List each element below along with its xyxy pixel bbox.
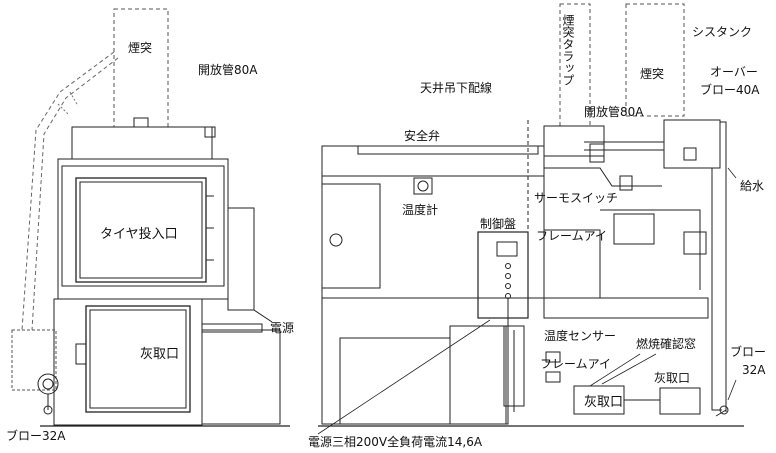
thermometer-label: 温度計	[402, 202, 438, 217]
chimney-trap	[559, 3, 591, 127]
left-view	[11, 8, 290, 427]
control-panel	[477, 231, 529, 319]
chimney-trap-label: 煙突タラップ	[561, 14, 575, 86]
right-view	[317, 3, 744, 435]
combustion-window-label: 燃焼確認窓	[636, 336, 696, 351]
right-open-pipe-label: 開放管80A	[584, 104, 644, 119]
cistern-tank	[663, 119, 721, 169]
left-chimney	[113, 8, 169, 128]
right-lower-body	[321, 297, 509, 425]
left-power-label: 電源	[270, 321, 294, 335]
right-chimney	[625, 3, 685, 117]
flame-eye-label: フレームアイ	[536, 229, 607, 243]
tire-inlet-label: タイヤ投入口	[100, 226, 178, 242]
thermo-switch-label: サーモスイッチ	[534, 191, 618, 205]
flame-eye-label-2: フレームアイ	[540, 357, 611, 371]
ash-outlet-label-combustion: 灰取口	[584, 395, 623, 410]
water-supply-label: 給水	[740, 179, 764, 193]
safety-valve-label: 安全弁	[404, 128, 440, 143]
tire-inlet-door	[75, 177, 207, 283]
ash-outlet-label-right: 灰取口	[654, 371, 690, 385]
power-spec-label: 電源三相200V全負荷電流14,6A	[308, 434, 483, 449]
labels: 煙突 開放管80A タイヤ投入口 電源 灰取口 ブロー32A 天井吊下配線 煙突…	[6, 14, 766, 449]
cistern-tank-label: シスタンク	[692, 25, 752, 39]
left-blow-label: ブロー32A	[6, 428, 66, 443]
left-ash-outlet-label: 灰取口	[140, 347, 179, 362]
left-power-box	[227, 207, 255, 311]
left-flue-dashed	[21, 51, 119, 331]
right-ash-outlet-box	[659, 387, 701, 415]
left-chimney-label: 煙突	[128, 40, 152, 55]
left-open-pipe-label: 開放管80A	[198, 62, 258, 77]
right-blow-label-1: ブロー	[730, 344, 766, 359]
overflow-label-1: オーバー	[710, 65, 758, 79]
ceiling-wiring-label: 天井吊下配線	[420, 80, 492, 95]
right-blow-label-2: 32A	[742, 363, 766, 377]
overflow-label-2: ブロー40A	[700, 82, 760, 97]
control-panel-label: 制御盤	[480, 216, 516, 231]
temp-sensor-label: 温度センサー	[544, 328, 616, 343]
right-chimney-label: 煙突	[640, 66, 664, 81]
